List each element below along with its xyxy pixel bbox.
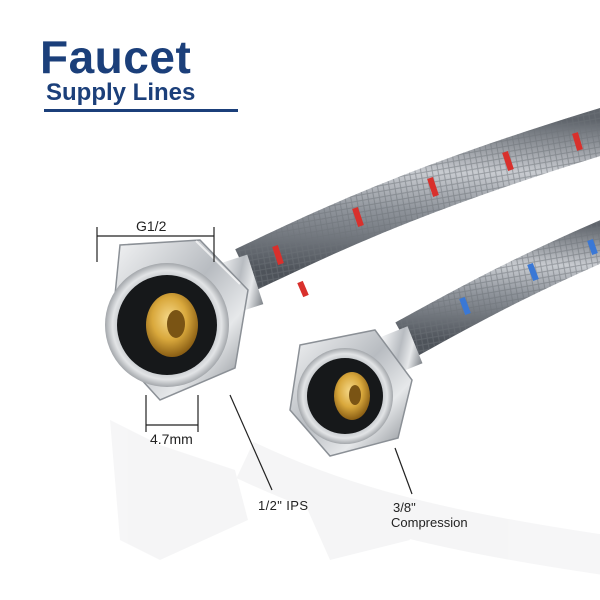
large-connector [105, 239, 264, 401]
small-connector [289, 326, 423, 457]
large-connector-label: 1/2" IPS [258, 498, 309, 513]
small-connector-type: Compression [391, 514, 468, 530]
bore-diameter-label: 4.7mm [150, 431, 193, 447]
dimension-thread [96, 227, 215, 262]
dimension-bore [145, 395, 199, 432]
leader-lines [229, 394, 413, 495]
cold-stripes [459, 238, 598, 316]
hot-hose [235, 107, 600, 298]
title-underline [44, 109, 238, 112]
reflection [110, 420, 600, 575]
cold-hose [395, 220, 600, 358]
small-connector-size: 3/8" [393, 500, 416, 515]
page-subtitle: Supply Lines [46, 79, 196, 106]
thread-size-label: G1/2 [136, 218, 167, 234]
hot-stripes [272, 132, 583, 298]
small-connector-label: 3/8" Compression [391, 500, 468, 531]
page-title: Faucet [40, 31, 192, 83]
